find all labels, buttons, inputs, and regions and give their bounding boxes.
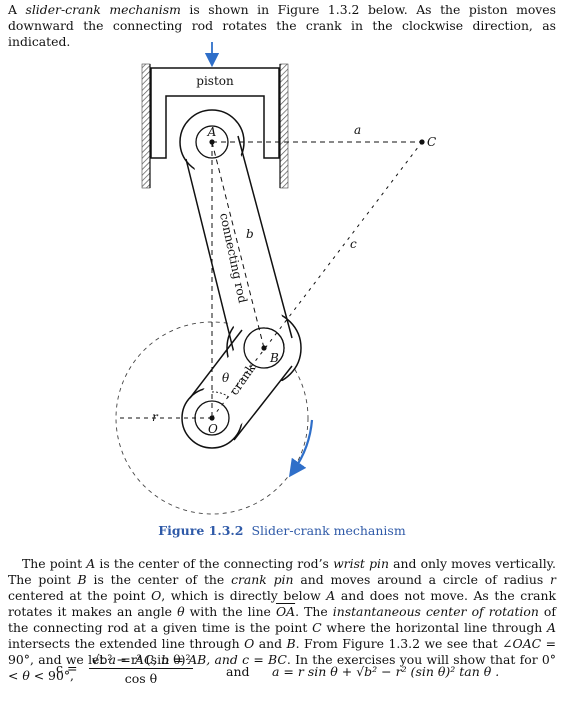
- label-O: O: [208, 422, 218, 436]
- line-OC: [211, 141, 423, 419]
- point-B: [261, 345, 267, 351]
- intro-text-2: is shown in Figure 1.3.2 below. As the p…: [8, 2, 556, 49]
- formula-c-lhs: c =: [56, 660, 78, 676]
- slider-crank-figure: piston A B C O a b c r θ connecting rod: [115, 42, 436, 515]
- point-A: [209, 139, 215, 145]
- caption-number: Figure 1.3.2: [158, 523, 244, 538]
- caption-text: Slider-crank mechanism: [251, 523, 406, 538]
- label-A: A: [207, 125, 217, 139]
- formula-c: c = √b² − r² (sin θ)² cos θ: [56, 652, 193, 686]
- label-r: r: [152, 410, 159, 424]
- body-paragraph: The point A is the center of the connect…: [8, 556, 556, 683]
- crank-rotation-arrow: [288, 419, 314, 478]
- formula-and: and: [226, 664, 250, 679]
- label-b: b: [246, 227, 254, 241]
- point-O: [209, 415, 215, 421]
- theta-arc: [211, 391, 231, 399]
- formula-a: a = r sin θ + √b² − r² (sin θ)² tan θ .: [272, 664, 500, 679]
- intro-paragraph: A slider-crank mechanism is shown in Fig…: [8, 2, 556, 50]
- formula-c-numerator: √b² − r² (sin θ)²: [89, 652, 193, 669]
- label-B: B: [269, 351, 279, 365]
- label-c: c: [350, 237, 357, 251]
- intro-text-1: A: [8, 2, 26, 17]
- piston-label: piston: [196, 74, 234, 88]
- piston-body: [150, 67, 280, 159]
- cylinder-wall-left: [141, 63, 151, 189]
- label-theta: θ: [222, 371, 230, 385]
- intro-term: slider-crank mechanism: [25, 2, 181, 17]
- label-a: a: [354, 123, 361, 137]
- point-C: [419, 139, 425, 145]
- figure-caption: Figure 1.3.2 Slider-crank mechanism: [0, 523, 564, 538]
- label-C: C: [427, 135, 436, 149]
- formula-c-denominator: cos θ: [124, 671, 158, 686]
- cylinder-wall-right: [279, 63, 289, 189]
